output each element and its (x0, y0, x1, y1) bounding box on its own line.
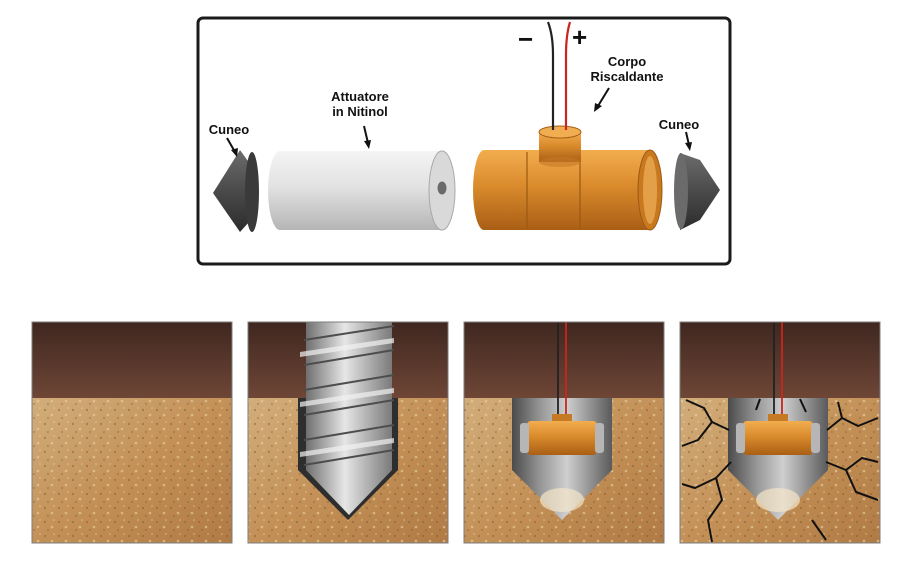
heater-arrow (597, 87, 610, 107)
minus-sign: − (518, 24, 534, 54)
panel-1-rock (31, 321, 233, 544)
rock-cracks (681, 398, 879, 543)
drill-bit (306, 322, 392, 515)
heater-label: Corpo Riscaldante (574, 54, 680, 84)
heater-label-line2: Riscaldante (590, 69, 664, 84)
wire-red (564, 21, 572, 130)
actuator-label-line1: Attuatore (331, 89, 389, 104)
heater-label-line1: Corpo (607, 54, 647, 69)
actuator-label-line2: in Nitinol (332, 104, 388, 119)
actuator-label: Attuatore in Nitinol (310, 89, 410, 119)
wire-black (546, 21, 555, 130)
plus-sign: + (572, 22, 588, 52)
actuator-arrow (363, 125, 369, 144)
wedge-right-label: Cuneo (658, 117, 700, 132)
panel-2-drilling (247, 321, 449, 544)
wedge-right (674, 153, 720, 230)
wedge-left-label: Cuneo (208, 122, 250, 137)
panel-3-inserted (463, 321, 665, 544)
heater-body (473, 125, 663, 231)
wedge-left (213, 150, 259, 232)
nitinol-actuator (268, 150, 456, 231)
panel-4-cracked (679, 321, 881, 544)
